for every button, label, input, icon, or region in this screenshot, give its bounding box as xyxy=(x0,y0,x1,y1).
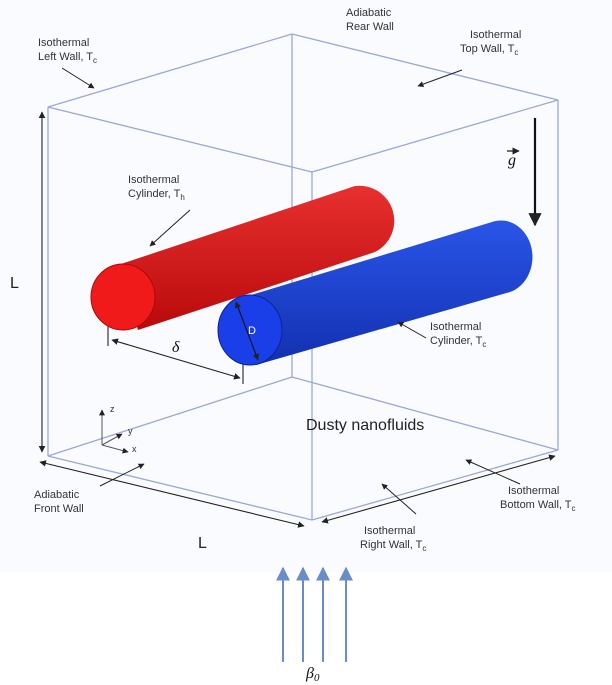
spacing-label: δ xyxy=(172,339,180,356)
bottom-wall-label: Isothermal Bottom Wall, Tc xyxy=(500,485,576,513)
dimension-right-bottom xyxy=(321,454,556,524)
front-wall-label: Adiabatic Front Wall xyxy=(34,489,84,515)
leader-arrows xyxy=(61,67,521,515)
fluid-label: Dusty nanofluids xyxy=(306,417,424,434)
left-wall-label: Isothermal Left Wall, Tc xyxy=(38,37,97,65)
axis-y-label: y xyxy=(128,426,133,436)
axis-z-label: z xyxy=(110,404,115,414)
top-wall-label: Isothermal Top Wall, Tc xyxy=(460,29,524,57)
axis-x-label: x xyxy=(132,444,137,454)
right-wall-label: Isothermal Right Wall, Tc xyxy=(360,525,426,553)
diameter-arrow xyxy=(235,301,259,361)
field-arrows xyxy=(276,566,353,662)
gravity-label: g xyxy=(508,152,516,169)
side-length-vertical-label: L xyxy=(10,275,19,292)
beta-label: β0 xyxy=(305,665,320,684)
hot-cylinder-end-cap xyxy=(90,263,156,331)
dimension-lines xyxy=(38,111,556,528)
spacing-dimension xyxy=(111,338,241,380)
diameter-label: D xyxy=(248,325,256,337)
hot-cylinder-label: Isothermal Cylinder, Th xyxy=(128,174,185,202)
side-length-horizontal-label: L xyxy=(198,535,207,552)
axis-triad xyxy=(99,409,129,454)
cold-cylinder-label: Isothermal Cylinder, Tc xyxy=(430,321,486,349)
hot-cylinder xyxy=(90,185,395,331)
dimension-horizontal xyxy=(39,460,305,528)
rear-wall-label: Adiabatic Rear Wall xyxy=(346,7,394,33)
